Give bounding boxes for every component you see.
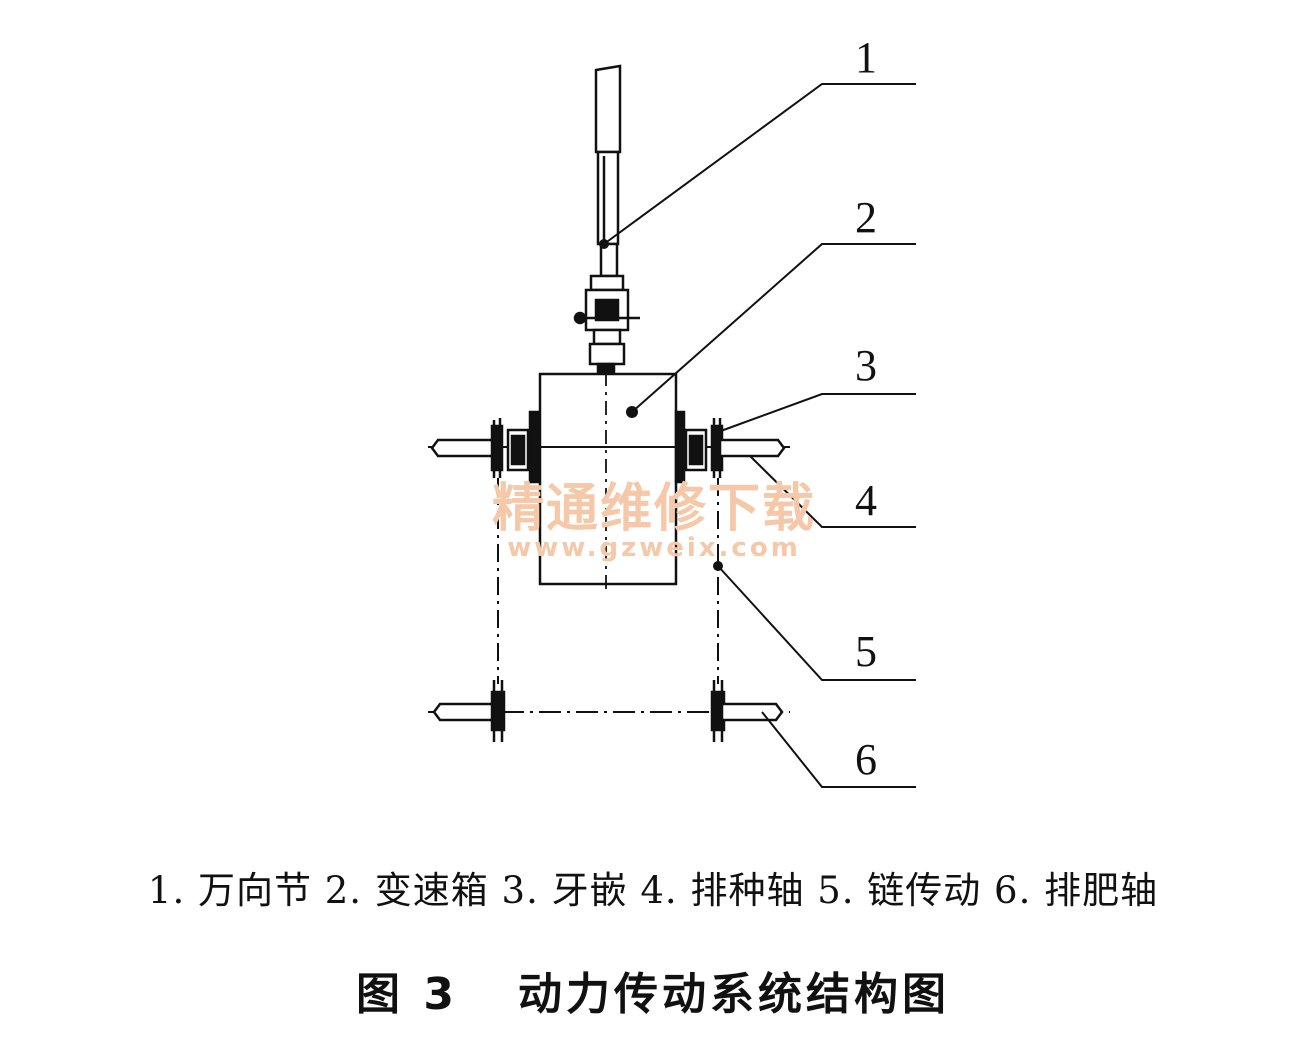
figure-caption: 图 3 动力传动系统结构图 bbox=[0, 958, 1306, 1022]
callout-2: 2 bbox=[855, 193, 877, 242]
left-jaw-clutch bbox=[430, 410, 540, 484]
gearbox bbox=[538, 372, 678, 590]
callout-6: 6 bbox=[855, 735, 877, 784]
leader-6 bbox=[761, 711, 916, 788]
watermark-text: 精通维修下载 bbox=[492, 479, 816, 539]
figure-number: 图 3 bbox=[356, 969, 458, 1020]
universal-joint bbox=[573, 274, 640, 378]
leader-1 bbox=[603, 83, 916, 245]
fertilizer-shaft bbox=[428, 680, 790, 742]
callout-5: 5 bbox=[855, 627, 877, 676]
watermark-url: www.gzweix.com bbox=[507, 533, 801, 563]
callout-4: 4 bbox=[855, 476, 877, 525]
parts-legend: 1. 万向节 2. 变速箱 3. 牙嵌 4. 排种轴 5. 链传动 6. 排肥轴 bbox=[147, 869, 1159, 912]
leader-3 bbox=[717, 393, 916, 433]
leader-lines bbox=[603, 83, 916, 788]
callout-3: 3 bbox=[855, 341, 877, 390]
leader-2 bbox=[631, 243, 916, 413]
callout-1: 1 bbox=[855, 33, 877, 82]
leader-4 bbox=[749, 455, 916, 528]
right-jaw-clutch bbox=[674, 410, 786, 484]
leader-5 bbox=[717, 565, 916, 681]
figure-title: 动力传动系统结构图 bbox=[517, 969, 950, 1020]
